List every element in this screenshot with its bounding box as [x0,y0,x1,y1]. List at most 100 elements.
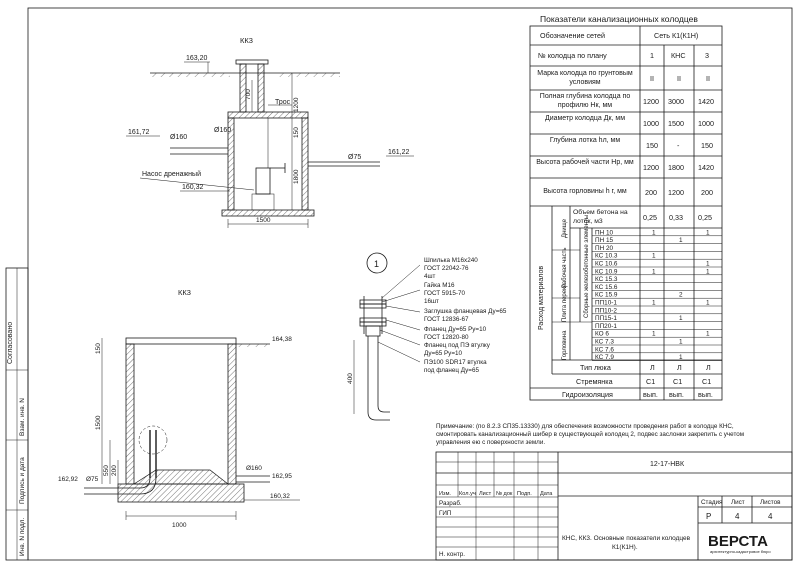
element-name: КС 7.3 [595,339,614,346]
top-cable-label: Трос [275,99,291,106]
table-title: Показатели канализационных колодцев [540,14,698,24]
hatch-v1: Л [677,363,682,372]
node-label-11: Ду=65 Ру=10 [424,350,463,357]
group-work: Рабочая часть [562,248,568,289]
element-value: 2 [679,292,683,299]
stamp-title1: КНС, КК3. Основные показатели колодцев [562,535,691,542]
element-name: ПН 10 [595,229,614,236]
row4-v2: 1000 [698,119,714,128]
stamp-stage: Р [706,512,711,521]
top-elev-out: 161,22 [388,149,410,156]
bottom-pipe-d160: Ø160 [246,465,262,472]
element-value: 1 [652,229,656,236]
logo: ВЕРСТА [708,533,768,550]
element-value: 1 [679,339,683,346]
row4-v0: 1000 [643,119,659,128]
element-name: ПП15-1 [595,315,617,322]
wells-table: Показатели канализационных колодцев Обоз… [529,14,723,401]
row1-v0: 1 [650,51,654,60]
ladder-v2: С1 [702,377,711,386]
row3-v1: 3000 [668,97,684,106]
node-1-labels: Шпилька М16х240 ГОСТ 22042-76 4шт Гайка … [424,257,507,374]
row4-v1: 1500 [668,119,684,128]
element-name: КС 10.9 [595,268,618,275]
top-pipe-d75: Ø75 [348,154,361,161]
sheet-frame [27,7,793,561]
stamp-title2: К1(К1Н). [612,544,638,551]
node-label-12: ПЭ100 SDR17 втулка [424,359,487,366]
pump-icon [255,167,271,195]
bottom-elev-in: 162,92 [58,476,78,483]
stamp-gip: ГИП [439,510,452,517]
row3-label: Полная глубина колодца по профилю Нк, мм [539,93,631,109]
group-bottom: Днище [562,218,568,238]
node-label-9: ГОСТ 12820-80 [424,334,469,341]
top-dim-1200: 1200 [293,97,300,112]
row1-v2: 3 [705,51,709,60]
node-label-13: под фланец Ду=65 [424,367,479,374]
row5-v1: - [677,141,680,150]
element-value: 1 [679,315,683,322]
row2-v0: II [650,74,654,83]
stamp-col-list: Лист [479,491,492,497]
node-label-8: Фланец Ду=65 Ру=10 [424,326,487,333]
top-pipe-d160-b: Ø160 [214,127,231,134]
element-value: 1 [706,268,710,275]
hatch-label: Тип люка [580,363,611,372]
concrete-v2: 0,25 [698,213,712,222]
top-pump-label: Насос дренажный [142,170,201,178]
element-value: 1 [652,300,656,307]
row6-label: Высота рабочей части Нр, мм [536,159,634,166]
element-name: КС 10.6 [595,261,618,268]
row0-v0: Сеть К1(К1Н) [654,31,698,40]
row1-label: № колодца по плану [538,51,607,60]
element-value: 1 [706,229,710,236]
top-elev-in: 161,72 [128,129,150,136]
node-1-callout [138,425,168,455]
bottom-elev-bottom: 160,32 [270,493,290,500]
stamp-col-kol: Кол.уч [459,491,476,497]
row2-label: Марка колодца по грунтовым условиям [537,70,633,86]
group-neck: Горловина [562,330,568,360]
stamp-col-podp: Подп. [517,491,532,497]
stamp-sheet: 4 [735,512,740,521]
row7-v1: 1200 [668,188,684,197]
node-dim-400: 400 [347,373,354,384]
top-elev-bottom: 160,32 [182,184,204,191]
insulation-v0: вып. [643,390,658,399]
element-name: ПП10-2 [595,307,617,314]
row7-v2: 200 [701,188,713,197]
node-label-6: Заглушка фланцевая Ду=65 [424,308,507,315]
bottom-dim-550: 550 [103,465,110,476]
bottom-dim-1000: 1000 [172,522,187,529]
strip-agreed: Согласовано [7,322,14,364]
bottom-elev-ground: 164,38 [272,336,292,343]
bottom-pipe-d75: Ø75 [86,476,99,483]
row5-v2: 150 [701,141,713,150]
materials-header: Расход материалов [538,266,545,330]
top-dim-700: 700 [245,89,252,100]
row7-v0: 200 [645,188,657,197]
stamp-code: 12-17-НВК [650,461,685,468]
bottom-dim-1500: 1500 [95,415,102,430]
node-label-0: Шпилька М16х240 [424,257,478,264]
row2-v1: II [677,74,681,83]
note: Примечание: (по 8.2.3 СП35.13330) для об… [436,422,744,446]
element-value: 1 [652,253,656,260]
kk3-bottom-section: КК3 164,38 Ø160 Ø75 162,92 162,95 160,32… [58,288,300,529]
concrete-v1: 0,33 [669,213,683,222]
group-slab: Плита перекр. [562,282,568,322]
note-line2: смонтировать канализационный шибер в сущ… [436,430,744,438]
strip-inv-podl: Инв. N подл. [19,518,26,556]
bottom-elev-out: 162,95 [272,473,292,480]
stamp-nkontr: Н. контр. [439,551,465,558]
element-name: КС 7.6 [595,346,614,353]
row1-v1: КНС [671,51,686,60]
insulation-v1: вып. [669,390,684,399]
row6-v2: 1420 [698,163,714,172]
row6-v1: 1800 [668,163,684,172]
element-name: КС 10.3 [595,253,618,260]
node-label-7: ГОСТ 12836-67 [424,316,469,323]
group-prefab: Сборные железобетонные элементы [584,215,590,318]
